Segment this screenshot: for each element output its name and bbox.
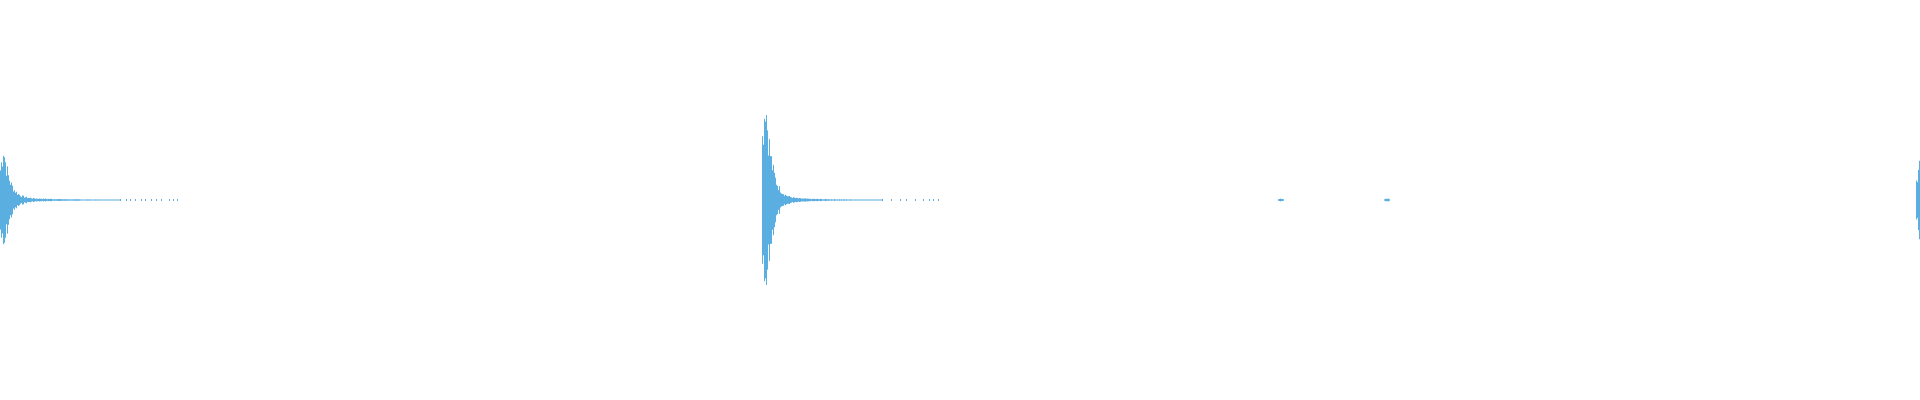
waveform-burst-1: [0, 155, 178, 245]
waveform-burst-3: [1916, 160, 1920, 240]
waveform-blip-1: [1278, 198, 1284, 202]
waveform-blip-2: [1384, 198, 1390, 202]
waveform-burst-2: [762, 115, 939, 285]
